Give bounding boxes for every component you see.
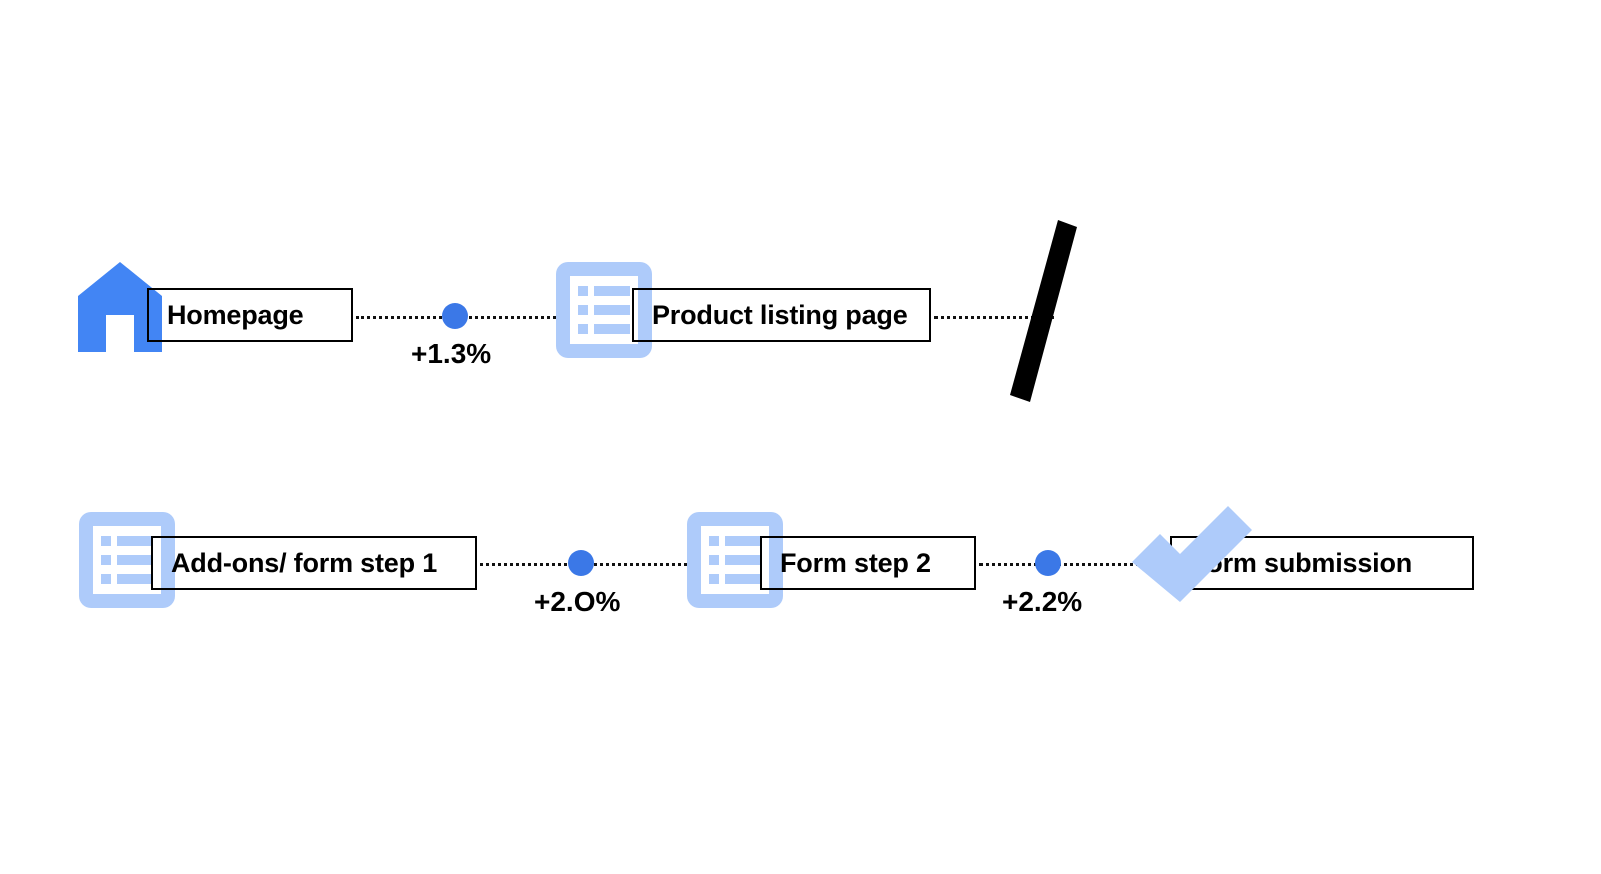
step-label-product-listing-page: Product listing page [652, 299, 908, 330]
step-box-product-listing-page[interactable]: Product listing page [632, 288, 931, 342]
step-label-add-ons-form-step-1: Add-ons/ form step 1 [171, 547, 438, 578]
list-icon-product-listing [556, 262, 652, 358]
list-icon-bar-3 [594, 324, 630, 334]
list-icon-bar-3 [117, 574, 153, 584]
list-icon-form-step-2 [687, 512, 783, 608]
uplift-dot-2[interactable] [568, 550, 594, 576]
list-icon-bullet-1 [709, 536, 719, 546]
list-icon-bar-1 [725, 536, 761, 546]
uplift-label-1: +1.3% [411, 338, 492, 369]
uplift-dot-1[interactable] [442, 303, 468, 329]
list-icon-bullet-3 [709, 574, 719, 584]
list-icon-bullet-2 [101, 555, 111, 565]
list-icon-bullet-2 [709, 555, 719, 565]
check-icon [1124, 506, 1252, 618]
step-box-add-ons-form-step-1[interactable]: Add-ons/ form step 1 [151, 536, 477, 590]
step-label-homepage: Homepage [167, 299, 304, 330]
list-icon-bar-1 [117, 536, 153, 546]
home-icon [78, 262, 162, 352]
uplift-dot-3[interactable] [1035, 550, 1061, 576]
list-icon-bullet-1 [101, 536, 111, 546]
connector-line-3 [979, 563, 1165, 566]
list-icon-bar-1 [594, 286, 630, 296]
list-icon-bar-3 [725, 574, 761, 584]
list-icon-add-ons [79, 512, 175, 608]
step-box-form-step-2[interactable]: Form step 2 [760, 536, 976, 590]
list-icon-bar-2 [725, 555, 761, 565]
list-icon-bullet-3 [578, 324, 588, 334]
list-icon-bullet-2 [578, 305, 588, 315]
list-icon-bullet-1 [578, 286, 588, 296]
connector-line-wrap [934, 316, 1054, 319]
step-label-form-step-2: Form step 2 [780, 547, 931, 578]
uplift-label-3: +2.2% [1002, 586, 1083, 617]
slash-icon [1000, 220, 1088, 402]
step-box-homepage[interactable]: Homepage [147, 288, 353, 342]
uplift-label-2: +2.O% [534, 586, 621, 617]
list-icon-bar-2 [594, 305, 630, 315]
list-icon-bar-2 [117, 555, 153, 565]
list-icon-bullet-3 [101, 574, 111, 584]
